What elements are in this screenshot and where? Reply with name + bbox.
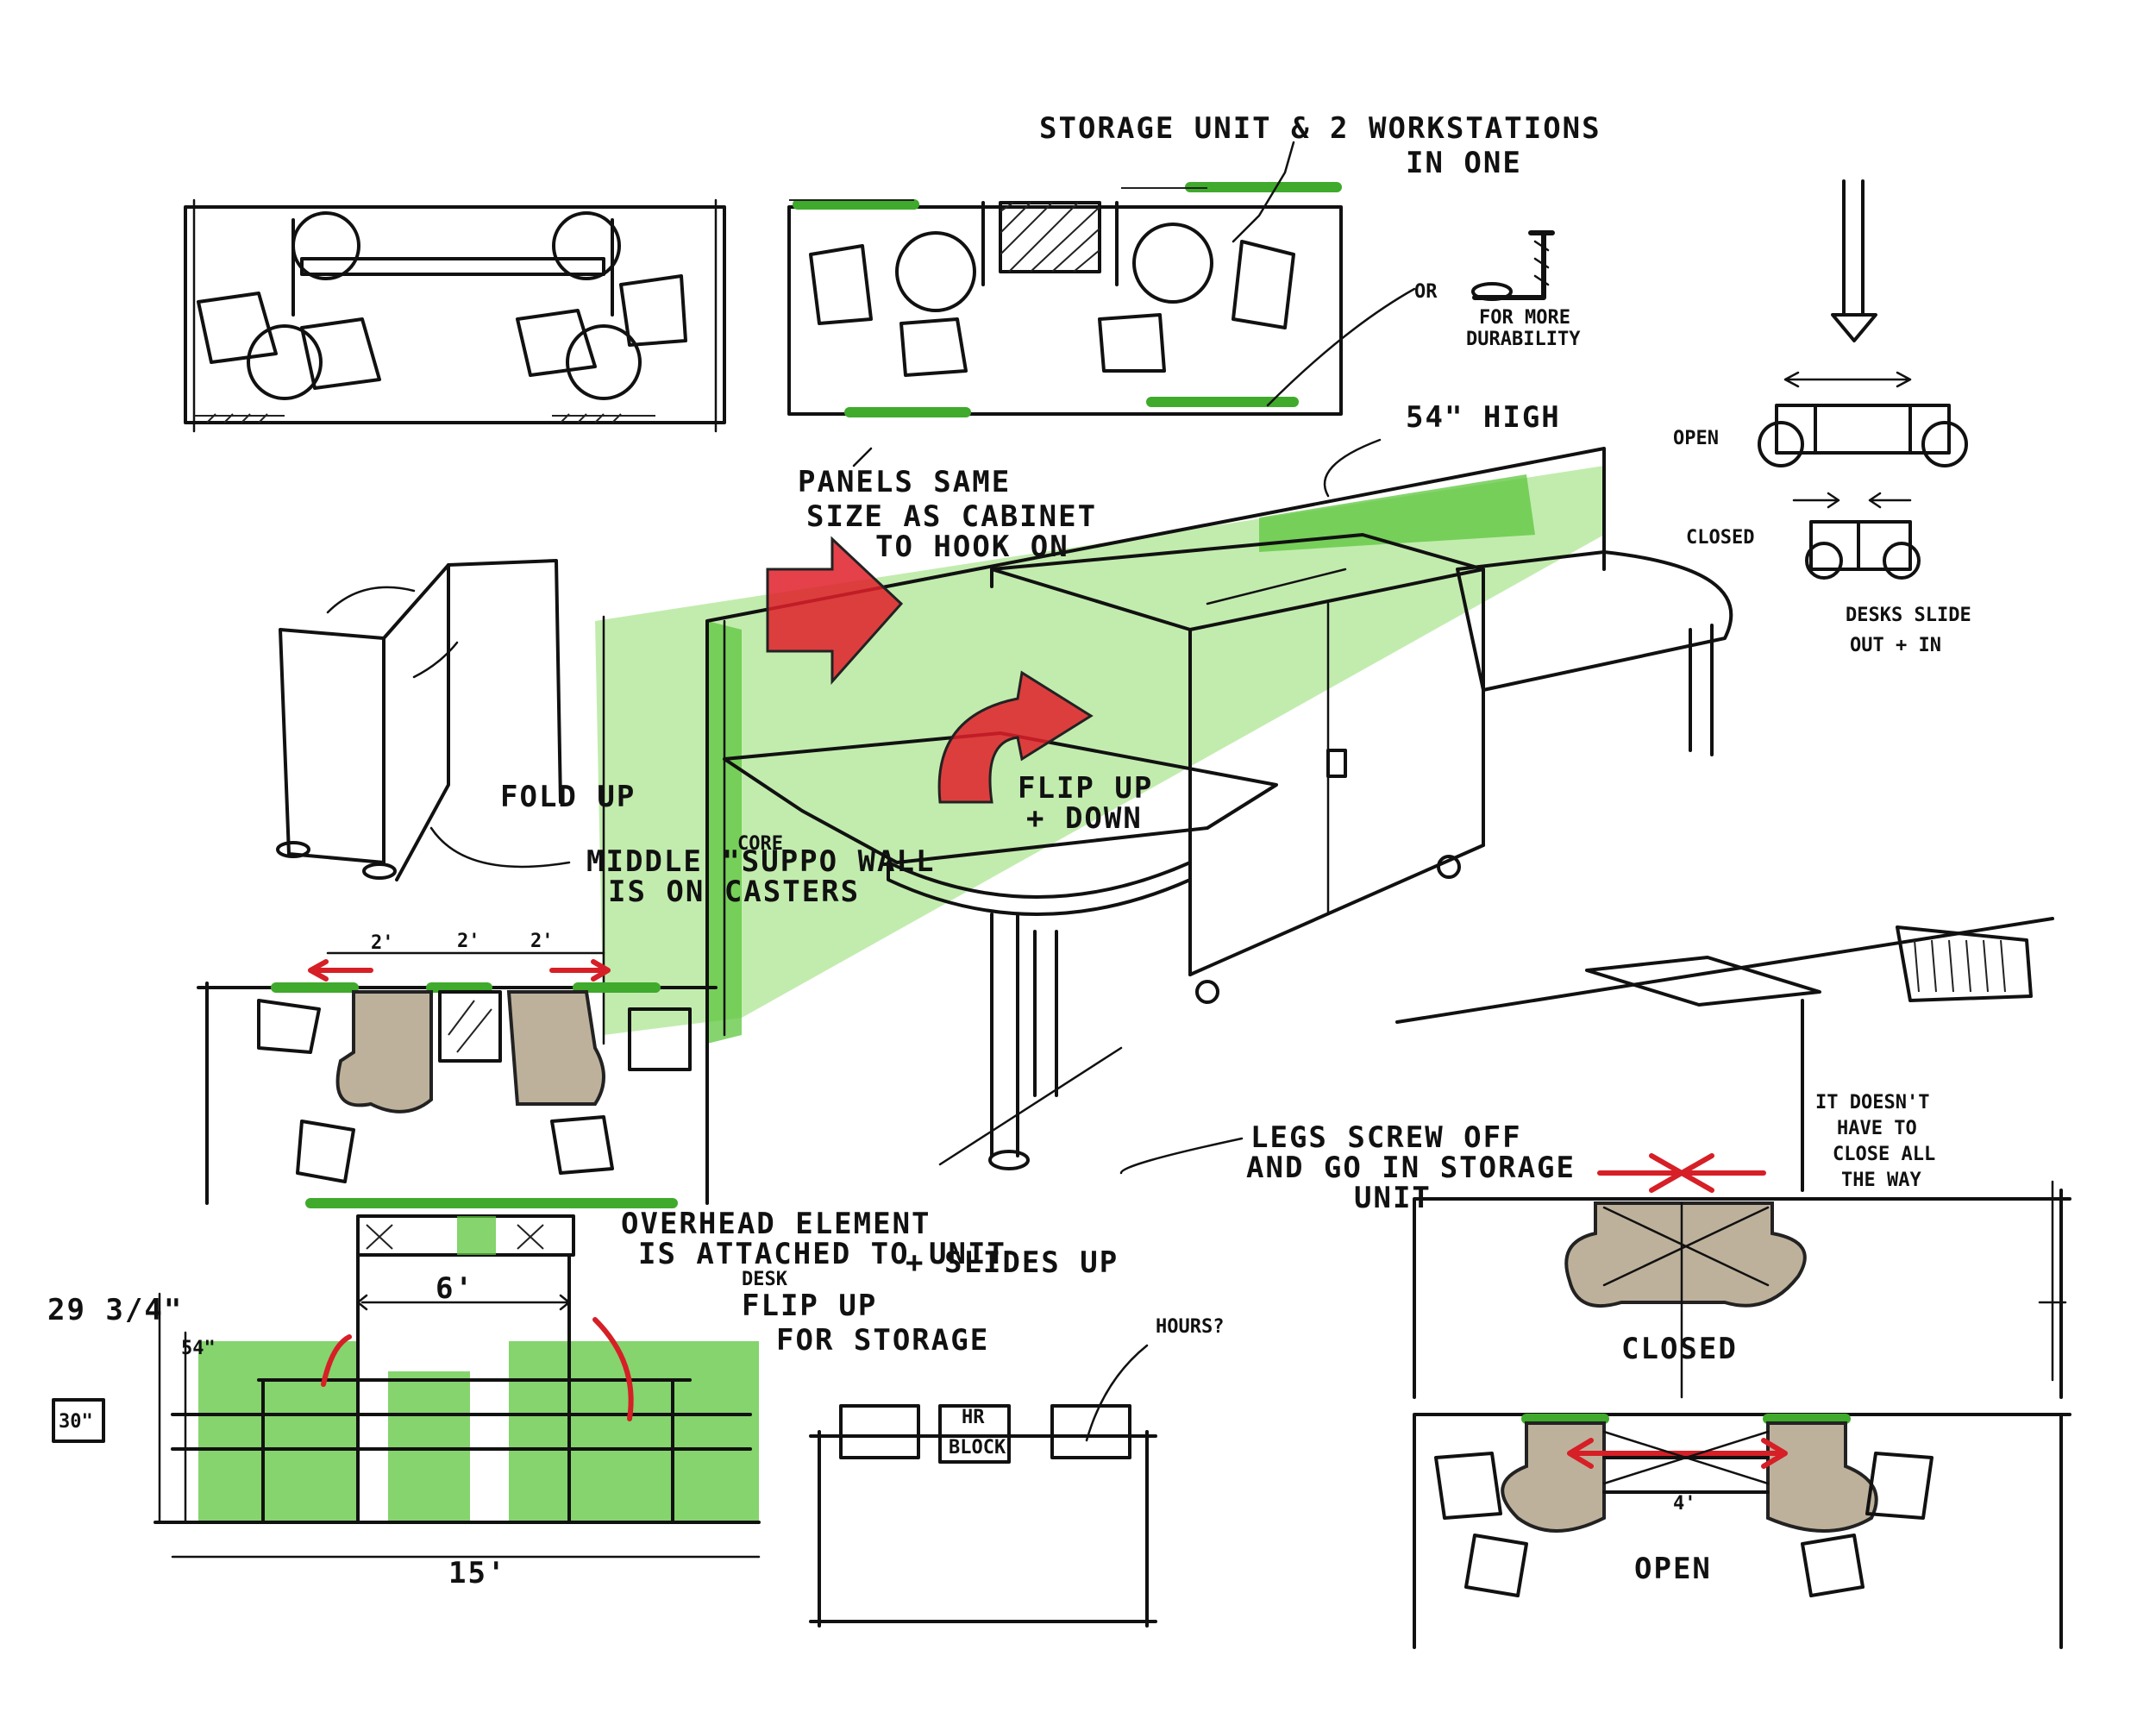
overhead-line3: + SLIDES UP	[906, 1245, 1119, 1280]
panels-line2: SIZE AS CABINET	[806, 499, 1097, 534]
hours-label: HOURS?	[1156, 1316, 1224, 1338]
overhead-line1: OVERHEAD ELEMENT	[621, 1207, 931, 1241]
hr-block-line2: BLOCK	[949, 1437, 1006, 1458]
middle-line1: MIDDLE "SUPPO WALL	[586, 844, 935, 879]
slide-diagram	[1758, 179, 1968, 580]
dim-29-3-4: 29 3/4"	[47, 1293, 183, 1327]
panels-line1: PANELS SAME	[798, 465, 1011, 499]
dim-2-c: 2'	[530, 931, 554, 952]
middle-line2: IS ON CASTERS	[608, 875, 860, 909]
hr-block-sketch	[809, 1344, 1157, 1628]
legs-line2: AND GO IN STORAGE	[1246, 1151, 1576, 1185]
plan-storage-unit	[787, 182, 1343, 417]
dim-6: 6'	[436, 1271, 474, 1306]
open-top-label: OPEN	[1673, 428, 1719, 449]
elevation-sketch	[52, 1214, 761, 1559]
closed-bottom-label: CLOSED	[1621, 1332, 1738, 1366]
dim-2-a: 2'	[371, 932, 394, 954]
leader-lines	[852, 141, 1416, 1175]
dim-30: 30"	[59, 1411, 93, 1433]
durability-detail	[1471, 230, 1555, 301]
plan-two-workstations	[184, 198, 726, 433]
storage-title-line1: STORAGE UNIT & 2 WORKSTATIONS	[1039, 111, 1601, 146]
plan-open	[1413, 1413, 2071, 1649]
dim-2-b: 2'	[457, 931, 480, 952]
annotations: STORAGE UNIT & 2 WORKSTATIONS IN ONE OR …	[47, 111, 1971, 1590]
durability-line1: FOR MORE	[1479, 307, 1570, 329]
doesnt-line2: HAVE TO	[1837, 1118, 1917, 1139]
doesnt-line4: THE WAY	[1841, 1170, 1921, 1191]
legs-line1: LEGS SCREW OFF	[1250, 1120, 1522, 1155]
core-label: CORE	[737, 833, 783, 855]
desks-slide-line1: DESKS SLIDE	[1846, 605, 1971, 626]
flip-up-line1: FLIP UP	[1018, 771, 1153, 806]
overhead-line2: IS ATTACHED TO UNIT	[638, 1237, 1006, 1271]
panels-line3: TO HOOK ON	[875, 530, 1069, 564]
legs-detail	[1395, 917, 2054, 1192]
height-54-label: 54" HIGH	[1406, 400, 1561, 435]
doesnt-line1: IT DOESN'T	[1815, 1092, 1929, 1113]
or-note: OR	[1414, 281, 1438, 303]
storage-title-line2: IN ONE	[1406, 146, 1522, 180]
dim-54: 54"	[181, 1338, 216, 1359]
dim-4: 4'	[1673, 1493, 1696, 1515]
perspective-view	[595, 447, 1733, 1170]
open-bottom-label: OPEN	[1634, 1552, 1712, 1586]
plan-tan-workstations	[197, 951, 718, 1208]
legs-line3: UNIT	[1354, 1181, 1432, 1215]
desk-flip-line1: DESK	[742, 1269, 788, 1290]
flip-up-line2: + DOWN	[1026, 801, 1143, 836]
plan-closed	[1413, 1153, 2071, 1399]
hr-block-line1: HR	[962, 1407, 985, 1428]
desks-slide-line2: OUT + IN	[1850, 635, 1941, 656]
durability-line2: DURABILITY	[1466, 329, 1581, 350]
fold-up-label: FOLD UP	[500, 780, 636, 814]
doesnt-line3: CLOSE ALL	[1833, 1144, 1935, 1165]
desk-flip-line3: FOR STORAGE	[776, 1323, 989, 1358]
desk-flip-line2: FLIP UP	[742, 1289, 877, 1323]
folding-panel-sketch	[276, 559, 571, 881]
dim-15: 15'	[448, 1556, 506, 1590]
closed-top-label: CLOSED	[1686, 527, 1754, 549]
